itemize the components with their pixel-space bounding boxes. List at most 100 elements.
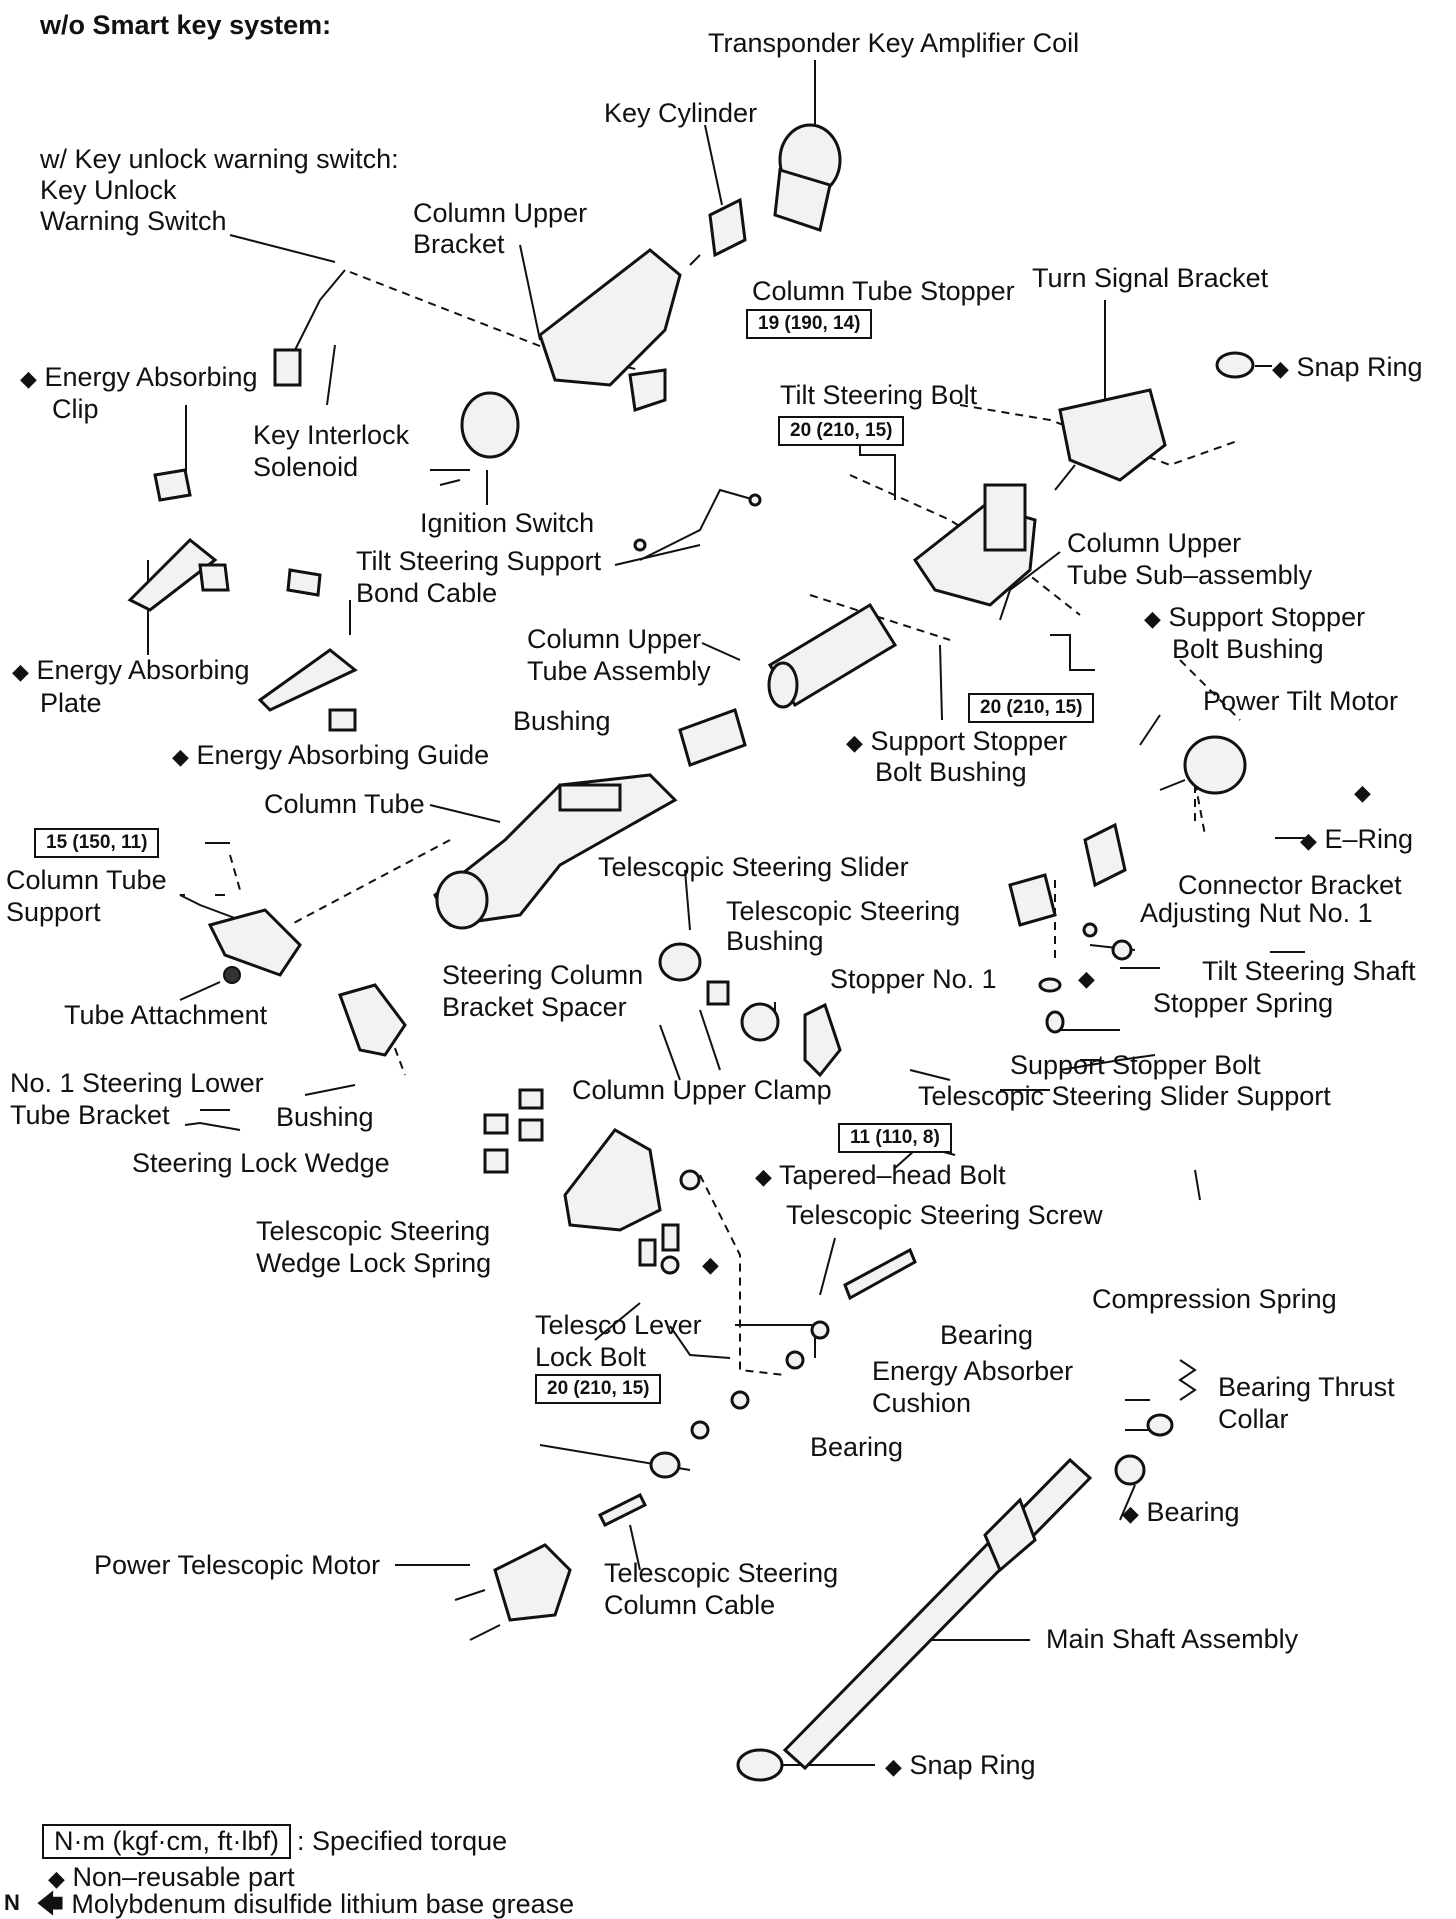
tilt-shaft-part — [1082, 922, 1133, 961]
label-support-stopper-bushing-mid-2: Bolt Bushing — [875, 757, 1027, 787]
label-adjusting-nut: Adjusting Nut No. 1 — [1140, 898, 1373, 928]
torque-telesco-lever-bolt: 20 (210, 15) — [535, 1374, 662, 1404]
ea-clip-part — [153, 468, 192, 502]
label-telesco-lever-bolt-2: Lock Bolt — [535, 1342, 647, 1372]
snap-ring-top-part — [1215, 351, 1255, 379]
label-connector-bracket: Connector Bracket — [1178, 870, 1402, 900]
label-column-upper-tube-sub-2: Tube Sub–assembly — [1067, 560, 1313, 590]
main-shaft-part — [782, 1457, 1093, 1771]
label-bond-cable-1: Tilt Steering Support — [356, 546, 602, 576]
torque-column-tube-stopper: 19 (190, 14) — [746, 309, 873, 339]
column-upper-clamp-part — [563, 1128, 662, 1232]
label-main-shaft-assembly: Main Shaft Assembly — [1046, 1624, 1299, 1654]
label-steering-lock-wedge: Steering Lock Wedge — [132, 1148, 390, 1178]
label-column-upper-clamp: Column Upper Clamp — [572, 1075, 832, 1105]
column-tube-support-part — [207, 908, 302, 984]
label-bushing-mid: Bushing — [513, 706, 611, 736]
bond-cable-part — [633, 488, 762, 561]
label-transponder: Transponder Key Amplifier Coil — [708, 28, 1080, 58]
tele-cable-part — [597, 1451, 681, 1528]
label-support-stopper-bushing-right-2: Bolt Bushing — [1172, 634, 1324, 664]
label-bearing-3: ◆ Bearing — [1122, 1497, 1240, 1527]
corner-mark: N — [4, 1890, 20, 1915]
non-reusable-mark: ◆ — [702, 1252, 719, 1277]
key-unlock-switch-part — [273, 269, 346, 387]
label-tele-cable-2: Column Cable — [604, 1590, 776, 1620]
label-column-tube-stopper: Column Tube Stopper — [752, 276, 1015, 306]
label-snap-ring-bottom: ◆ Snap Ring — [885, 1750, 1036, 1780]
non-reusable-mark: ◆ — [1122, 1501, 1139, 1526]
label-wedge-spring-1: Telescopic Steering — [256, 1216, 491, 1246]
transponder-coil-part — [773, 123, 842, 232]
label-ignition-switch: Ignition Switch — [420, 508, 595, 538]
diagram-title: w/o Smart key system: — [40, 10, 332, 40]
label-column-upper-bracket-1: Column Upper — [413, 198, 588, 228]
label-bracket-spacer-1: Steering Column — [442, 960, 644, 990]
label-tapered-head-bolt: ◆ Tapered–head Bolt — [755, 1160, 1006, 1190]
non-reusable-mark: ◆ — [1354, 780, 1371, 805]
label-power-tilt-motor: Power Tilt Motor — [1203, 686, 1399, 716]
non-reusable-mark: ◆ — [48, 1866, 65, 1891]
wedge-lock-spring-part — [638, 1223, 680, 1275]
grease-arrow-icon: 🡄 — [36, 1889, 64, 1919]
parts — [127, 123, 1255, 1782]
ea-plate-part — [127, 537, 358, 712]
label-column-tube-support-2: Support — [6, 897, 101, 927]
legend-torque-box: N·m (kgf·cm, ft·lbf) — [42, 1824, 291, 1859]
label-ea-plate-1: ◆ Energy Absorbing — [12, 655, 250, 685]
label-ea-clip-2: Clip — [52, 394, 99, 424]
label-key-cylinder: Key Cylinder — [604, 98, 758, 128]
column-upper-tube-assy-part — [767, 602, 898, 709]
torque-tilt-steering-bolt: 20 (210, 15) — [778, 416, 905, 446]
label-key-unlock-warning-switch: Warning Switch — [40, 206, 227, 236]
snap-ring-bottom-part — [736, 1748, 784, 1782]
label-snap-ring-top: ◆ Snap Ring — [1272, 352, 1423, 382]
label-key-interlock-2: Solenoid — [253, 452, 359, 482]
tapered-bolt-part — [679, 1169, 701, 1191]
lower-tube-bracket-part — [338, 983, 407, 1057]
label-power-telescopic-motor: Power Telescopic Motor — [94, 1550, 381, 1580]
bracket-spacer-part — [706, 980, 730, 1006]
tele-screw-part — [843, 1247, 917, 1301]
label-e-ring: ◆ E–Ring — [1300, 824, 1413, 854]
column-upper-tube-sub-part — [912, 483, 1037, 607]
label-stopper-spring: Stopper Spring — [1153, 988, 1334, 1018]
label-ea-cushion-1: Energy Absorber — [872, 1356, 1074, 1386]
label-turn-signal-bracket: Turn Signal Bracket — [1032, 263, 1269, 293]
power-tele-motor-part — [454, 1543, 572, 1641]
label-key-unlock: Key Unlock — [40, 175, 177, 205]
adjusting-nut-part — [1008, 873, 1057, 927]
slider-support-part — [803, 1002, 842, 1078]
label-tele-slider: Telescopic Steering Slider — [598, 852, 909, 882]
bearing-right-part — [1114, 1454, 1146, 1486]
label-slider-support: Telescopic Steering Slider Support — [918, 1081, 1331, 1111]
non-reusable-mark: ◆ — [755, 1164, 772, 1189]
label-bond-cable-2: Bond Cable — [356, 578, 498, 608]
label-ea-plate-2: Plate — [40, 688, 102, 718]
label-support-stopper-bushing-mid-1: ◆ Support Stopper — [846, 726, 1068, 756]
non-reusable-mark: ◆ — [12, 659, 29, 684]
label-tele-cable-1: Telescopic Steering — [604, 1558, 839, 1588]
label-bearing-1: Bearing — [940, 1320, 1034, 1350]
label-column-upper-tube-sub-1: Column Upper — [1067, 528, 1242, 558]
connector-bracket-part — [1083, 822, 1127, 888]
label-tele-screw: Telescopic Steering Screw — [786, 1200, 1103, 1230]
label-column-tube: Column Tube — [264, 789, 425, 819]
legend-non-reusable: ◆ Non–reusable part — [48, 1862, 295, 1892]
torque-column-upper-tube-sub: 20 (210, 15) — [968, 693, 1095, 723]
non-reusable-mark: ◆ — [20, 366, 37, 391]
non-reusable-mark: ◆ — [885, 1754, 902, 1779]
label-column-upper-tube-assy-1: Column Upper — [527, 624, 702, 654]
label-compression-spring: Compression Spring — [1092, 1284, 1337, 1314]
non-reusable-mark: ◆ — [1300, 828, 1317, 853]
label-column-tube-support-1: Column Tube — [6, 865, 167, 895]
label-stopper-no1: Stopper No. 1 — [830, 964, 997, 994]
label-support-stopper-bolt: Support Stopper Bolt — [1010, 1050, 1261, 1080]
legend-torque-text: : Specified torque — [296, 1826, 508, 1856]
tele-bushing-part — [740, 1002, 780, 1042]
non-reusable-mark: ◆ — [1272, 356, 1289, 381]
ea-guide-part — [198, 563, 357, 732]
non-reusable-mark: ◆ — [1078, 966, 1095, 991]
key-cylinder-part — [689, 197, 747, 266]
